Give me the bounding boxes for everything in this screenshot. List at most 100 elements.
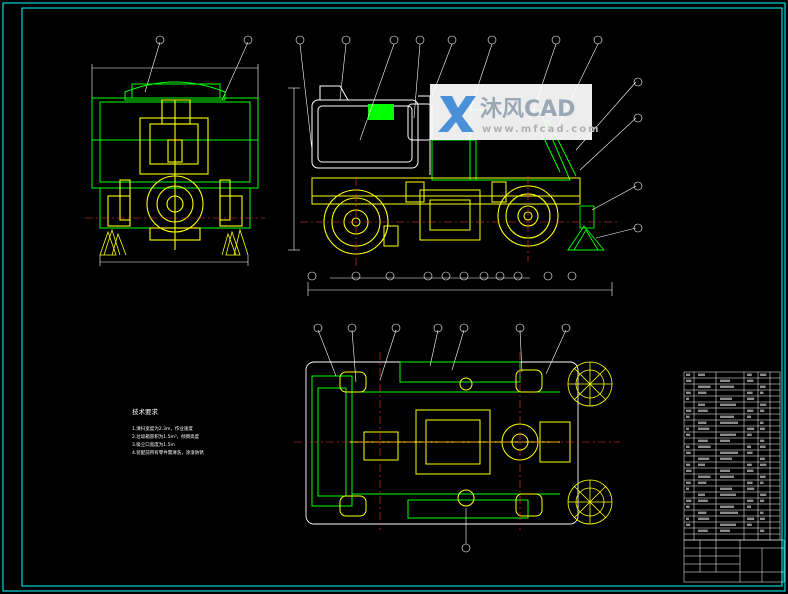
- parts-list-cell-text: [720, 457, 732, 460]
- parts-list-cell-text: [686, 487, 689, 490]
- parts-list-cell-text: [760, 457, 765, 460]
- parts-list-cell-text: [747, 445, 751, 448]
- parts-list-cell-text: [698, 475, 711, 478]
- parts-list-cell-text: [720, 529, 730, 532]
- parts-list-cell-text: [747, 409, 754, 412]
- parts-list-cell-text: [720, 385, 734, 388]
- parts-list-cell-text: [698, 463, 705, 466]
- parts-list-cell-text: [686, 499, 692, 502]
- parts-list-cell-text: [747, 391, 753, 394]
- parts-list-cell-text: [698, 403, 705, 406]
- parts-list-cell-text: [747, 481, 753, 484]
- parts-list-cell-text: [720, 523, 736, 526]
- parts-list-cell-text: [760, 439, 765, 442]
- parts-list-cell-text: [698, 391, 707, 394]
- notes-line-2: 2.垃圾箱容积为1.5m³，倾倒高度: [132, 433, 200, 440]
- notes-line-1: 1.清扫宽度为2.3m，作业速度: [132, 425, 193, 432]
- parts-list-cell-text: [720, 505, 734, 508]
- plan-view-leaders: [317, 329, 567, 544]
- parts-list-cell-text: [720, 511, 738, 514]
- parts-list-cell-text: [760, 475, 766, 478]
- watermark-brand: 沐风CAD: [480, 97, 575, 122]
- side-view-bottom-balloons: [307, 271, 577, 281]
- watermark-url: www.mfcad.com: [482, 124, 601, 135]
- parts-list-cell-text: [747, 523, 752, 526]
- parts-list-cell-text: [686, 445, 690, 448]
- parts-list-cell-text: [698, 445, 711, 448]
- parts-list-cell-text: [686, 433, 691, 436]
- parts-list-cell-text: [747, 487, 755, 490]
- parts-list-cell-text: [720, 487, 732, 490]
- side-view-dimensions: [288, 87, 613, 296]
- parts-list-cell-text: [686, 469, 692, 472]
- watermark-logo-icon: [438, 96, 476, 132]
- parts-list-cell-text: [686, 379, 692, 382]
- parts-list-cell-text: [698, 421, 707, 424]
- parts-list-cell-text: [720, 403, 736, 406]
- parts-list-cell-text: [720, 433, 736, 436]
- parts-list-cell-text: [760, 445, 766, 448]
- parts-list-cell-text: [686, 451, 691, 454]
- side-view: [288, 35, 643, 296]
- parts-list-cell-text: [720, 379, 730, 382]
- parts-list-cell-text: [747, 505, 751, 508]
- notes-line-3: 3.吸尘口宽度为1.5m: [132, 441, 175, 448]
- parts-list-cell-text: [747, 463, 752, 466]
- parts-list-cell-text: [698, 481, 707, 484]
- front-view: [85, 35, 265, 266]
- parts-list-cell-text: [747, 379, 754, 382]
- parts-list-cell-text: [686, 523, 691, 526]
- parts-list-cell-text: [760, 373, 767, 376]
- parts-list-cell-text: [686, 409, 692, 412]
- front-view-balloons: [155, 35, 253, 45]
- parts-list-cell-text: [760, 391, 764, 394]
- front-side-brushes: [99, 228, 249, 256]
- parts-list-cell-text: [747, 397, 755, 400]
- parts-list-cell-text: [760, 385, 766, 388]
- parts-list-cell-text: [747, 433, 752, 436]
- parts-list-cell-text: [720, 415, 734, 418]
- parts-list-cell-text: [698, 409, 708, 412]
- parts-list-cell-text: [686, 463, 691, 466]
- parts-list-cell-text: [686, 427, 689, 430]
- plan-side-brush-bottom: [567, 479, 613, 525]
- front-view-dimensions: [91, 64, 259, 266]
- parts-list-cell-text: [747, 499, 754, 502]
- parts-list-cell-text: [686, 373, 691, 376]
- plan-view-balloons: [313, 323, 571, 553]
- parts-list-cell-text: [747, 451, 753, 454]
- side-brush: [567, 205, 605, 251]
- front-view-leaders: [144, 41, 249, 101]
- parts-list-cell-text: [760, 463, 767, 466]
- side-view-balloons: [295, 35, 643, 233]
- parts-list-cell-text: [698, 427, 710, 430]
- parts-list-cell-text: [698, 373, 705, 376]
- parts-list-cell-text: [760, 409, 765, 412]
- side-view-leaders: [299, 43, 637, 239]
- parts-list-cell-text: [747, 427, 755, 430]
- parts-list-cell-text: [698, 499, 708, 502]
- notes-title: 技术要求: [132, 407, 159, 416]
- parts-list-cell-text: [720, 493, 736, 496]
- hopper-label-plate: [368, 104, 394, 120]
- plan-side-brush-top: [567, 361, 613, 407]
- parts-list-cell-text: [698, 439, 708, 442]
- parts-list-cell-text: [698, 385, 711, 388]
- technical-notes: 技术要求 1.清扫宽度为2.3m，作业速度 2.垃圾箱容积为1.5m³，倾倒高度…: [132, 407, 204, 456]
- parts-list-cell-text: [720, 451, 738, 454]
- parts-list-cell-text: [686, 517, 689, 520]
- title-block: [683, 539, 785, 583]
- parts-list-cell-text: [760, 511, 764, 514]
- parts-list-cell-text: [686, 481, 691, 484]
- parts-list-cell-text: [747, 517, 755, 520]
- parts-list-cell-text: [720, 469, 730, 472]
- parts-list-cell-text: [760, 427, 765, 430]
- parts-list-cell-marks: [686, 373, 767, 532]
- parts-list-cell-text: [686, 415, 690, 418]
- notes-line-4: 4.装配前所有零件需清洗，涂漆防锈: [132, 449, 204, 456]
- parts-list-cell-text: [686, 505, 690, 508]
- parts-list-cell-text: [720, 397, 732, 400]
- plan-view: [294, 323, 620, 553]
